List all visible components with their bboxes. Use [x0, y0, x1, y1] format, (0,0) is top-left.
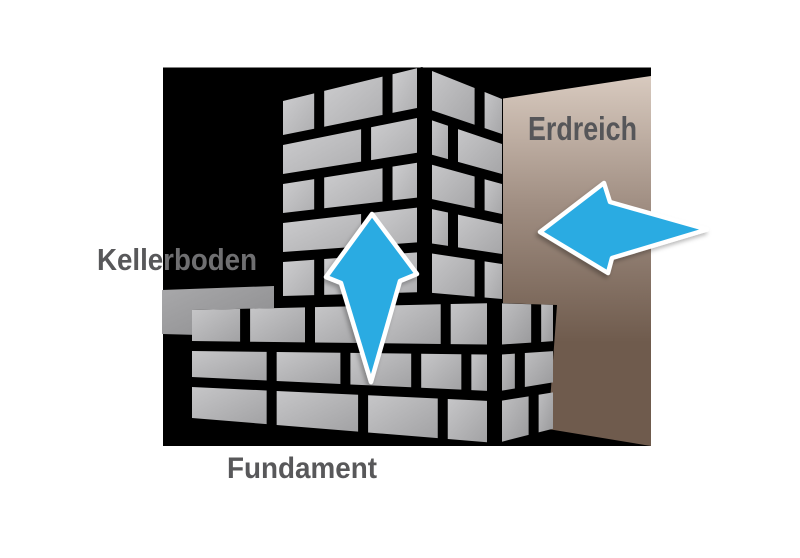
- brick: [276, 352, 341, 384]
- left-arrow-icon: [537, 180, 710, 276]
- floor-label: Kellerboden: [97, 242, 257, 277]
- brick: [458, 214, 502, 254]
- brick: [524, 351, 553, 387]
- brick: [324, 168, 383, 209]
- brick: [541, 304, 553, 342]
- foundation-right-face: [502, 303, 553, 442]
- wall-right-face: [432, 71, 502, 299]
- brick: [471, 354, 487, 391]
- brick: [392, 162, 417, 201]
- brick: [432, 71, 475, 125]
- wall-left-face: [283, 68, 417, 296]
- brick: [283, 129, 362, 174]
- brick: [283, 259, 315, 296]
- brick: [192, 308, 241, 342]
- brick: [283, 93, 315, 135]
- brick: [283, 214, 362, 252]
- brick: [283, 179, 315, 213]
- brick: [350, 352, 412, 388]
- brick: [538, 392, 553, 433]
- brick: [432, 209, 448, 246]
- brick: [447, 399, 487, 443]
- brick: [192, 387, 267, 425]
- brick: [324, 76, 383, 127]
- brick: [484, 261, 502, 299]
- brick: [368, 395, 438, 439]
- brick: [382, 304, 441, 344]
- brick: [432, 120, 448, 160]
- brick: [502, 303, 532, 345]
- brick: [432, 164, 475, 209]
- brick: [502, 396, 529, 442]
- brick: [484, 92, 502, 134]
- brick: [392, 68, 417, 113]
- brick: [450, 303, 487, 345]
- foundation-label: Fundament: [227, 452, 377, 485]
- up-arrow-icon: [323, 211, 420, 385]
- brick: [192, 351, 267, 381]
- brick: [250, 307, 305, 343]
- brick: [421, 353, 462, 390]
- brick: [276, 390, 359, 432]
- brick: [502, 353, 515, 391]
- foundation-left-face: [192, 303, 487, 443]
- brick: [432, 253, 475, 297]
- brick: [371, 118, 417, 161]
- brick: [458, 129, 502, 174]
- brick: [484, 179, 502, 214]
- soil-label: Erdreich: [528, 110, 637, 147]
